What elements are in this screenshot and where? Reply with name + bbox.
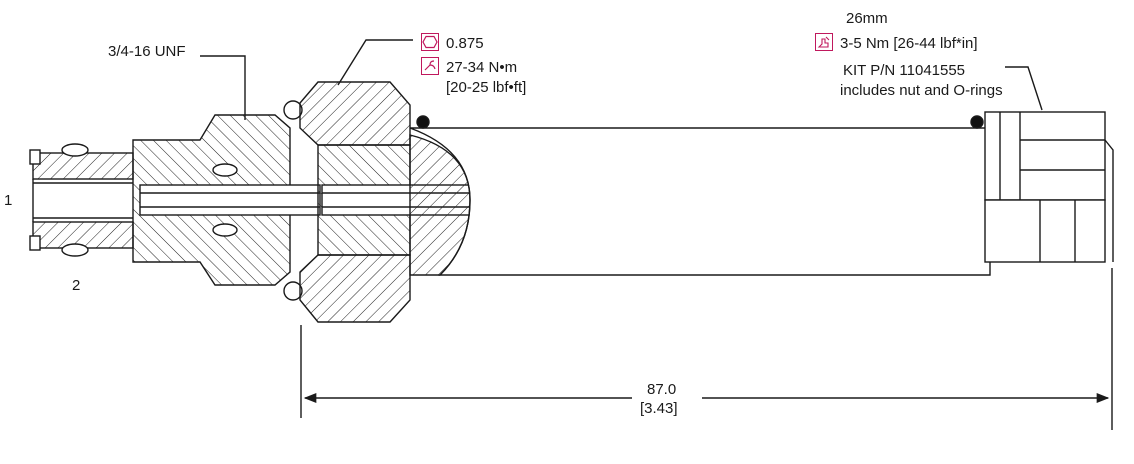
dimension-line <box>300 268 1113 430</box>
dimension-metric: 87.0 <box>647 381 677 398</box>
kit-description: includes nut and O-rings <box>840 82 1003 99</box>
coil-nut <box>984 111 1114 263</box>
hexagon-icon <box>421 33 439 51</box>
dimension-text-bg <box>632 378 702 416</box>
valve-nose <box>29 143 134 257</box>
hex-torque-imperial: [20-25 lbf•ft] <box>446 79 527 96</box>
wrench-icon <box>421 57 439 75</box>
o-ring-dot-right <box>970 115 984 129</box>
hex-size: 0.875 <box>446 35 484 52</box>
port-1-label: 1 <box>4 192 13 209</box>
dimension-imperial: [3.43] <box>640 400 678 417</box>
o-ring-dot-left <box>416 115 430 129</box>
valve-tube <box>409 127 991 276</box>
hex-torque: 27-34 N•m <box>446 59 518 76</box>
thread-label: 3/4-16 UNF <box>108 43 186 60</box>
hex-leader <box>337 39 413 86</box>
coil-torque: 3-5 Nm [26-44 lbf*in] <box>840 35 978 52</box>
hand-torque-icon <box>815 33 833 51</box>
coil-nut-size: 26mm <box>846 10 888 27</box>
thread-leader <box>200 55 246 120</box>
kit-leader <box>1005 66 1043 111</box>
hex-nut <box>299 81 473 323</box>
port-2-label: 2 <box>72 277 81 294</box>
valve-body-thread <box>132 100 321 301</box>
kit-part-number: KIT P/N 11041555 <box>843 62 966 79</box>
